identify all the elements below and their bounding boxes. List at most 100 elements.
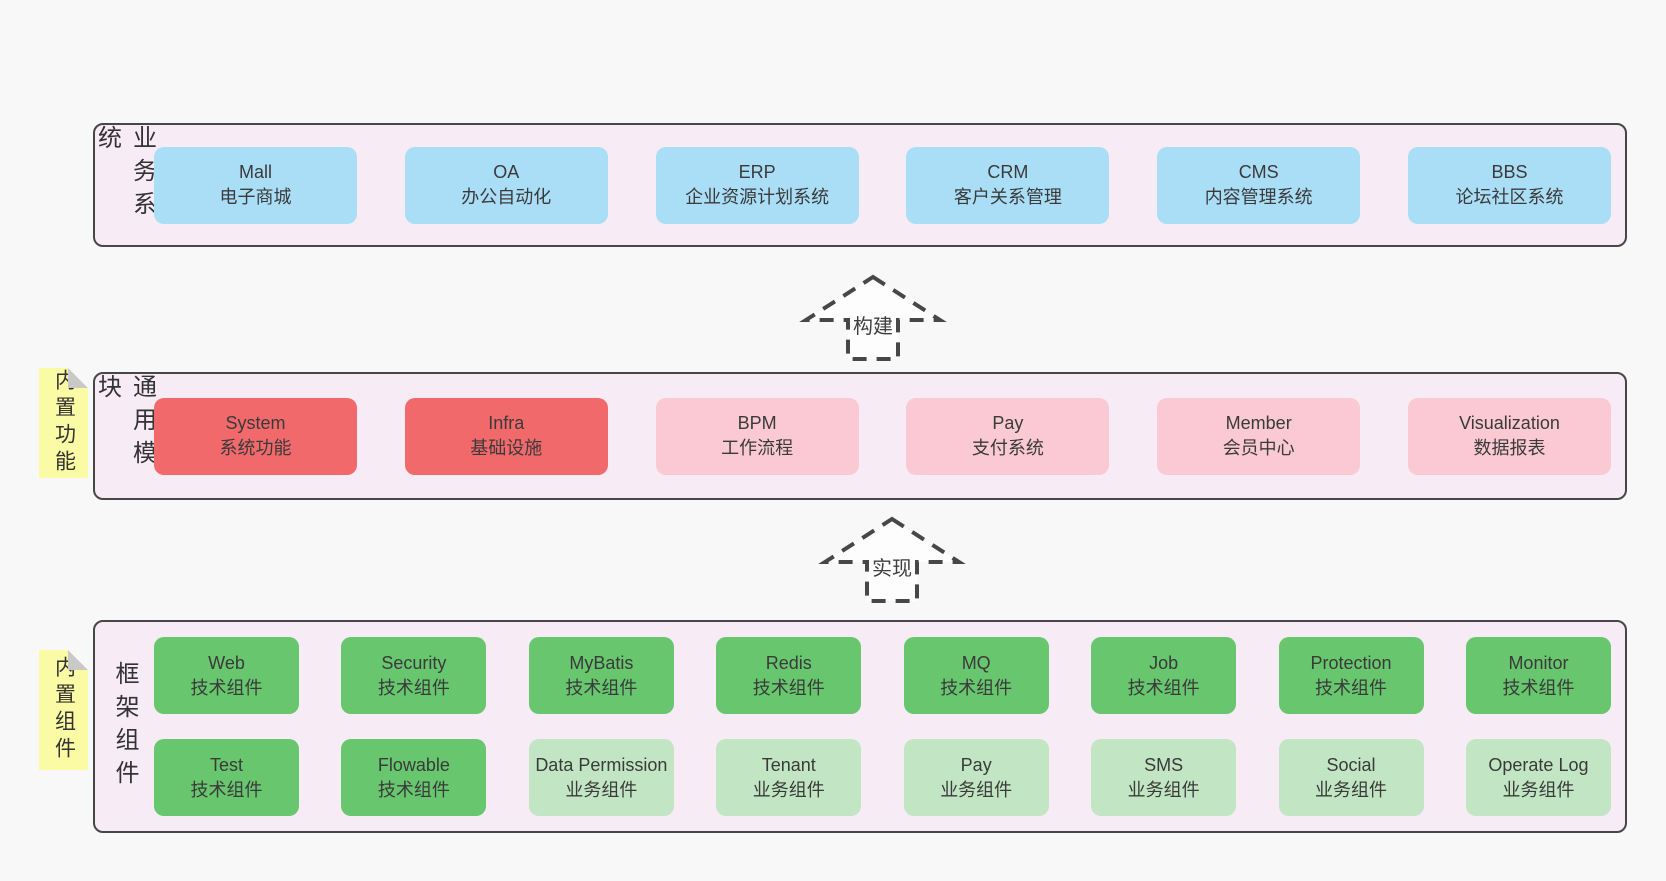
folded-corner-icon xyxy=(68,650,88,670)
build-arrow: 构建 xyxy=(799,274,947,362)
box-title: Operate Log xyxy=(1488,754,1589,775)
box-title: Mall xyxy=(238,162,272,182)
box-subtitle: 支付系统 xyxy=(971,438,1044,458)
box-pay: Pay 业务组件 xyxy=(903,739,1049,816)
box-title: CMS xyxy=(1238,162,1279,182)
box-title: Protection xyxy=(1310,652,1392,673)
box-subtitle: 技术组件 xyxy=(377,779,450,800)
box-title: System xyxy=(225,413,286,433)
box-member: Member 会员中心 xyxy=(1157,397,1361,475)
box-subtitle: 业务组件 xyxy=(1502,779,1575,800)
box-monitor: Monitor 技术组件 xyxy=(1465,637,1611,714)
box-operate-log: Operate Log 业务组件 xyxy=(1465,739,1611,816)
box-subtitle: 技术组件 xyxy=(1502,677,1575,698)
box-subtitle: 技术组件 xyxy=(752,677,825,698)
box-title: Pay xyxy=(960,754,992,775)
band-label-framework-components: 框架组件 xyxy=(111,660,138,793)
box-title: Test xyxy=(209,754,243,775)
box-title: Social xyxy=(1326,754,1376,775)
band-content-business-systems: Mall 电子商城 OA 办公自动化 ERP 企业资源计划系统 CRM 客户关系管理 CMS 内容… xyxy=(154,125,1611,245)
box-bpm: BPM 工作流程 xyxy=(655,397,859,475)
box-title: MQ xyxy=(961,652,991,673)
box-tenant: Tenant 业务组件 xyxy=(716,739,862,816)
box-test: Test 技术组件 xyxy=(154,739,299,816)
box-title: Tenant xyxy=(761,754,816,775)
box-title: Web xyxy=(208,652,245,673)
box-system: System 系统功能 xyxy=(154,397,357,475)
box-subtitle: 工作流程 xyxy=(721,438,794,458)
sticky-note-builtin-features: 内置功能 xyxy=(39,368,88,478)
box-title: BBS xyxy=(1491,162,1528,182)
band-label-common-modules: 通用模块 xyxy=(93,374,156,473)
box-title: Visualization xyxy=(1459,413,1560,433)
box-subtitle: 业务组件 xyxy=(1127,779,1200,800)
box-crm: CRM 客户关系管理 xyxy=(906,146,1110,224)
box-subtitle: 技术组件 xyxy=(1127,677,1200,698)
box-subtitle: 办公自动化 xyxy=(461,187,552,207)
box-subtitle: 技术组件 xyxy=(565,677,638,698)
box-subtitle: 技术组件 xyxy=(377,677,450,698)
box-title: Monitor xyxy=(1508,652,1569,673)
box-protection: Protection 技术组件 xyxy=(1278,637,1424,714)
box-title: Member xyxy=(1225,413,1292,433)
box-subtitle: 技术组件 xyxy=(1315,677,1388,698)
box-web: Web 技术组件 xyxy=(154,637,299,714)
box-title: CRM xyxy=(987,162,1029,182)
box-title: BPM xyxy=(737,413,777,433)
box-cms: CMS 内容管理系统 xyxy=(1157,146,1361,224)
band-row: Mall 电子商城 OA 办公自动化 ERP 企业资源计划系统 CRM 客户关系管理 CMS 内容… xyxy=(154,146,1611,224)
box-title: Pay xyxy=(992,413,1024,433)
box-subtitle: 内容管理系统 xyxy=(1204,187,1313,207)
box-subtitle: 企业资源计划系统 xyxy=(685,187,830,207)
implement-arrow: 实现 xyxy=(818,516,966,604)
box-visualization: Visualization 数据报表 xyxy=(1407,397,1611,475)
box-pay: Pay 支付系统 xyxy=(906,397,1110,475)
box-mybatis: MyBatis 技术组件 xyxy=(528,637,674,714)
box-subtitle: 系统功能 xyxy=(219,438,292,458)
box-subtitle: 电子商城 xyxy=(219,187,292,207)
box-subtitle: 业务组件 xyxy=(1315,779,1388,800)
box-title: OA xyxy=(493,162,520,182)
box-title: MyBatis xyxy=(569,652,634,673)
sticky-note-builtin-components: 内置组件 xyxy=(39,650,88,770)
box-subtitle: 基础设施 xyxy=(470,438,543,458)
band-label-business-systems: 业务系统 xyxy=(93,125,156,224)
build-arrow-label: 构建 xyxy=(850,310,896,339)
box-subtitle: 技术组件 xyxy=(190,677,263,698)
box-subtitle: 客户关系管理 xyxy=(953,187,1062,207)
box-bbs: BBS 论坛社区系统 xyxy=(1407,146,1611,224)
box-flowable: Flowable 技术组件 xyxy=(341,739,487,816)
box-subtitle: 论坛社区系统 xyxy=(1455,187,1564,207)
box-social: Social 业务组件 xyxy=(1278,739,1424,816)
box-erp: ERP 企业资源计划系统 xyxy=(655,146,859,224)
box-subtitle: 业务组件 xyxy=(940,779,1013,800)
sticky-note-text: 内置组件 xyxy=(52,656,76,764)
box-subtitle: 技术组件 xyxy=(190,779,263,800)
sticky-note-text: 内置功能 xyxy=(52,369,76,477)
box-title: Flowable xyxy=(377,754,450,775)
box-sms: SMS 业务组件 xyxy=(1091,739,1237,816)
box-title: ERP xyxy=(738,162,776,182)
box-mq: MQ 技术组件 xyxy=(903,637,1049,714)
box-title: SMS xyxy=(1144,754,1184,775)
box-subtitle: 技术组件 xyxy=(940,677,1013,698)
box-subtitle: 业务组件 xyxy=(752,779,825,800)
box-subtitle: 业务组件 xyxy=(565,779,638,800)
box-subtitle: 会员中心 xyxy=(1222,438,1295,458)
band-business-systems: 业务系统 Mall 电子商城 OA 办公自动化 ERP 企业资源计划系统 CRM 客户关系管理… xyxy=(93,123,1627,247)
box-subtitle: 数据报表 xyxy=(1473,438,1546,458)
folded-corner-icon xyxy=(68,368,88,388)
box-mall: Mall 电子商城 xyxy=(154,146,357,224)
